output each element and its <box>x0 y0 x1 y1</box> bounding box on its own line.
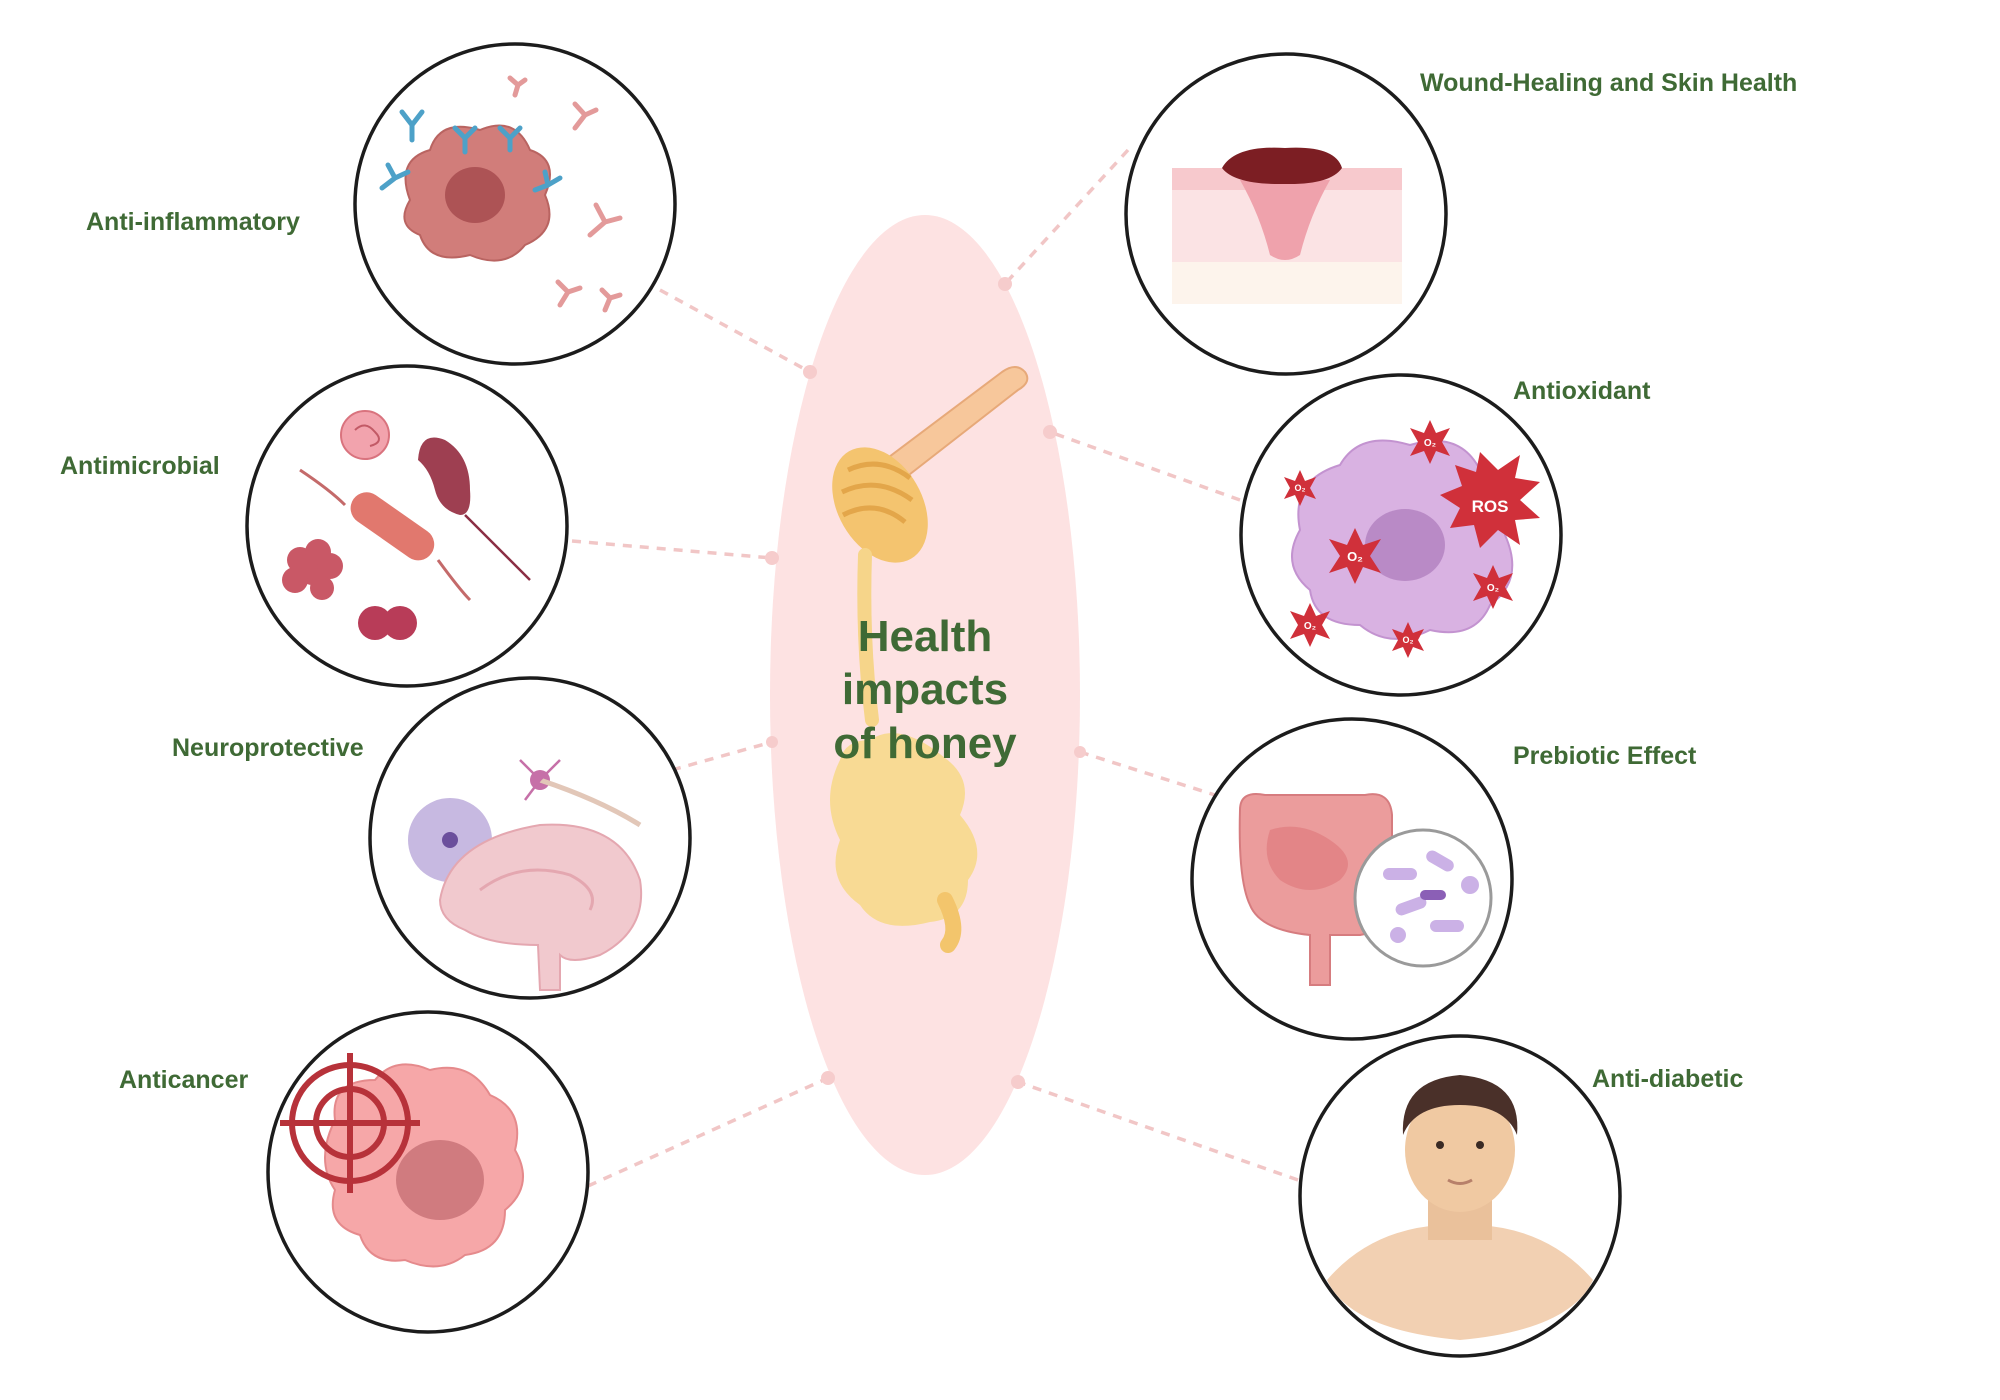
antibody-icons <box>379 75 623 313</box>
svg-text:O₂: O₂ <box>1487 583 1499 594</box>
ros-label: ROS <box>1472 497 1509 516</box>
virus-icon <box>340 410 390 460</box>
label-anti-diabetic: Anti-diabetic <box>1592 1065 1743 1093</box>
skin-wound-icon <box>1172 147 1402 304</box>
anticancer-panel <box>266 1010 590 1334</box>
svg-text:O₂: O₂ <box>1295 483 1306 493</box>
svg-text:O₂: O₂ <box>1403 635 1414 645</box>
label-wound-healing: Wound-Healing and Skin Health <box>1420 69 1797 97</box>
anti-inflammatory-panel <box>353 42 677 366</box>
center-title-line-3: of honey <box>833 719 1017 768</box>
target-icon <box>280 1053 420 1193</box>
cancer-cell-icon <box>324 1063 524 1268</box>
connectors <box>571 148 1299 1188</box>
center-title-line-2: impacts <box>842 665 1008 714</box>
label-anti-inflammatory: Anti-inflammatory <box>86 208 300 236</box>
immune-cell-icon <box>403 124 551 262</box>
label-antioxidant: Antioxidant <box>1513 377 1651 405</box>
prebiotic-panel <box>1190 717 1514 1041</box>
svg-text:O₂: O₂ <box>1347 549 1363 564</box>
antioxidant-panel: ROS O₂ O₂ O₂ O₂ O₂ <box>1239 373 1563 697</box>
anti-diabetic-panel <box>1298 1034 1622 1358</box>
svg-text:O₂: O₂ <box>1424 438 1436 449</box>
neuroprotective-panel <box>368 676 692 1000</box>
brain-icon <box>438 823 643 991</box>
microbiome-icon <box>1353 828 1493 968</box>
wound-healing-panel <box>1124 52 1448 376</box>
svg-text:O₂: O₂ <box>1304 621 1316 632</box>
label-anticancer: Anticancer <box>119 1066 248 1094</box>
bacteria-icon <box>282 437 531 640</box>
label-neuroprotective: Neuroprotective <box>172 734 364 762</box>
person-icon <box>1327 1075 1593 1340</box>
honey-dipper-icon <box>830 366 1029 953</box>
label-antimicrobial: Antimicrobial <box>60 452 220 480</box>
center-title-line-1: Health <box>858 612 992 661</box>
ros-burst-icon: ROS <box>1440 452 1540 548</box>
oxygen-radical-icons: O₂ O₂ O₂ O₂ O₂ O₂ <box>1284 420 1513 658</box>
antimicrobial-panel <box>245 364 569 688</box>
intestine-icon <box>1238 793 1393 986</box>
label-prebiotic: Prebiotic Effect <box>1513 742 1697 770</box>
